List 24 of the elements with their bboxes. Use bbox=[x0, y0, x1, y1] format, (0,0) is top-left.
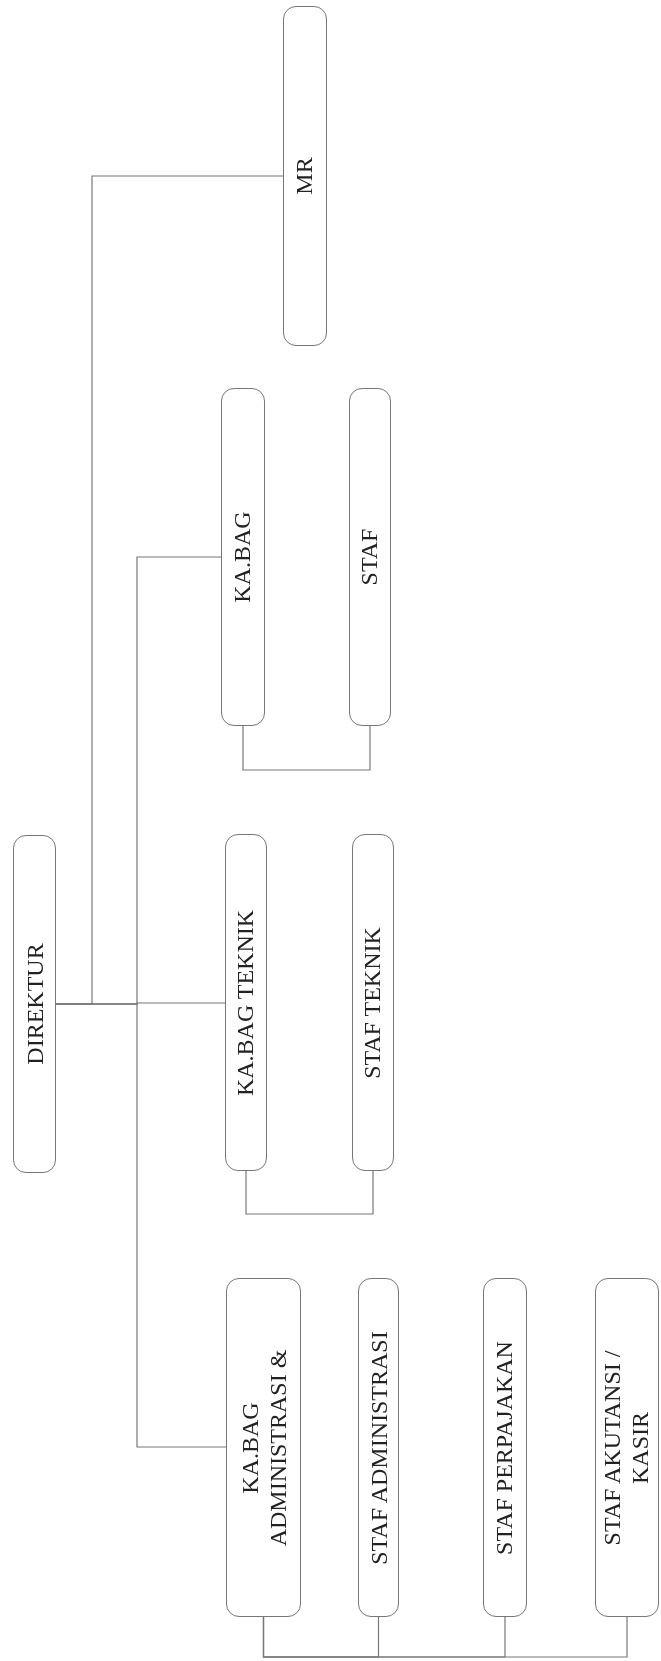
position-box bbox=[352, 834, 394, 1171]
connector-line bbox=[242, 725, 371, 771]
position-title: STAF AKUTANSI / KASIR bbox=[599, 1349, 654, 1547]
position-box bbox=[349, 388, 391, 726]
position-title: STAF PERPAJAKAN bbox=[491, 1340, 519, 1555]
position-box bbox=[358, 1278, 399, 1617]
connector-line bbox=[55, 1003, 227, 1448]
position-title: MR bbox=[291, 157, 319, 195]
position-title: KA.BAG TEKNIK bbox=[232, 909, 260, 1096]
position-box bbox=[226, 1278, 301, 1617]
position-title: KA.BAG bbox=[229, 511, 257, 603]
connector-line bbox=[245, 1170, 374, 1215]
position-box bbox=[283, 6, 327, 346]
position-title: STAF ADMINISTRASI bbox=[364, 1330, 392, 1565]
position-box bbox=[595, 1278, 659, 1617]
position-title: STAF bbox=[356, 528, 384, 586]
position-title: STAF TEKNIK bbox=[359, 926, 387, 1079]
position-box bbox=[225, 834, 267, 1171]
position-title: DIREKTUR bbox=[20, 943, 48, 1065]
connector-line bbox=[262, 1616, 628, 1658]
position-box bbox=[13, 835, 56, 1173]
position-box bbox=[483, 1278, 527, 1617]
position-title: KA.BAG ADMINISTRASI & bbox=[235, 1348, 291, 1548]
position-box bbox=[221, 388, 265, 726]
